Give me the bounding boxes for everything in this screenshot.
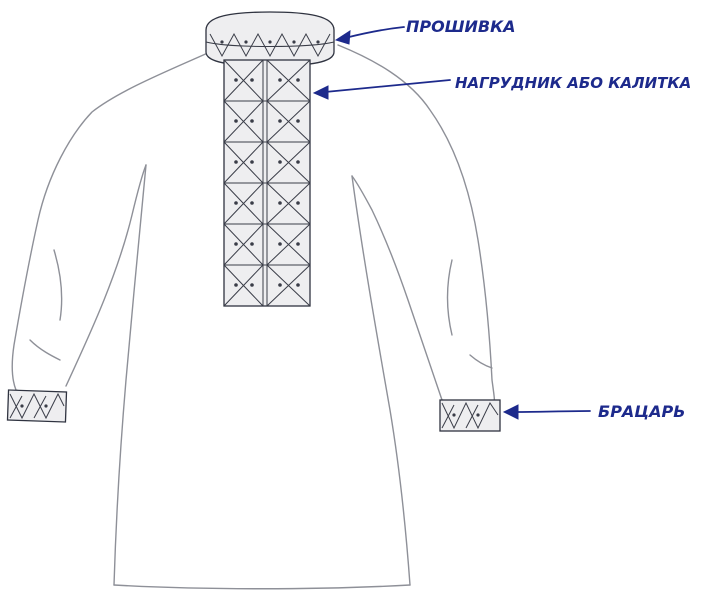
cuff-arrow bbox=[504, 405, 590, 419]
chest-panel-embroidery bbox=[224, 60, 310, 306]
collar-arrow bbox=[336, 27, 404, 44]
chest-panel-label: НАГРУДНИК АБО КАЛИТКА bbox=[455, 74, 691, 92]
collar-label: ПРОШИВКА bbox=[406, 17, 516, 36]
collar-embroidery bbox=[206, 12, 334, 66]
right-cuff-embroidery bbox=[440, 400, 500, 431]
chest-panel-arrow bbox=[314, 80, 450, 99]
cuff-label: БРАЦАРЬ bbox=[598, 402, 685, 421]
left-cuff-embroidery bbox=[7, 390, 66, 422]
